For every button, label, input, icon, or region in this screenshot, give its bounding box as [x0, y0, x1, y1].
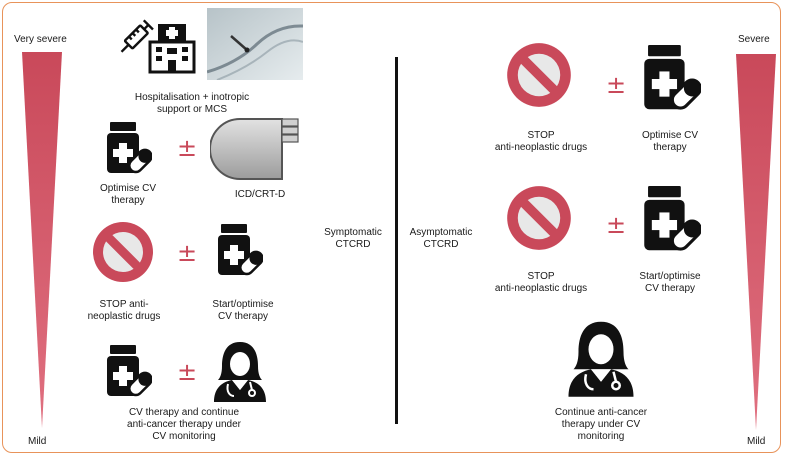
stop-sign-icon	[504, 40, 574, 110]
plus-minus-symbol: ±	[606, 211, 627, 239]
right-stop-drugs-label-2: STOP anti-neoplastic drugs	[494, 271, 588, 294]
doctor-icon	[566, 316, 636, 400]
start-optimise-label: Start/optimise CV therapy	[212, 299, 274, 322]
optimise-cv-label: Optimise CV therapy	[99, 183, 157, 206]
medicine-icon	[643, 42, 701, 116]
plus-minus-symbol: ±	[177, 239, 198, 267]
stop-sign-icon	[504, 183, 574, 253]
right-top-label: Severe	[738, 34, 770, 45]
continue-anticancer-label: Continue anti-cancer therapy under CV mo…	[554, 407, 648, 442]
cv-therapy-continue-label: CV therapy and continue anti-cancer ther…	[127, 407, 241, 442]
medicine-icon	[106, 120, 152, 178]
icd-device-icon	[210, 115, 310, 183]
right-stop-drugs-label: STOP anti-neoplastic drugs	[494, 130, 588, 153]
medicine-icon	[643, 183, 701, 257]
right-start-optimise-label: Start/optimise CV therapy	[639, 271, 701, 294]
asymptomatic-label: Asymptomatic CTCRD	[409, 227, 473, 250]
left-severity-wedge	[22, 52, 62, 428]
right-optimise-cv-label: Optimise CV therapy	[641, 130, 699, 153]
diagram-frame	[2, 2, 781, 453]
center-divider	[395, 57, 398, 424]
plus-minus-symbol: ±	[606, 71, 627, 99]
symptomatic-label: Symptomatic CTCRD	[324, 227, 382, 250]
left-bottom-label: Mild	[28, 436, 47, 447]
plus-minus-symbol: ±	[177, 358, 198, 386]
hospital-icon	[146, 22, 198, 74]
plus-minus-symbol: ±	[177, 134, 198, 162]
syringe-icon	[114, 16, 158, 60]
xray-image	[207, 8, 303, 80]
medicine-icon	[106, 343, 152, 401]
icd-crt-label: ICD/CRT-D	[234, 189, 286, 200]
hospitalisation-label: Hospitalisation + inotropic support or M…	[134, 92, 250, 115]
doctor-icon	[212, 340, 268, 402]
left-top-label: Very severe	[14, 34, 67, 45]
stop-sign-icon	[90, 219, 156, 285]
right-severity-wedge	[736, 54, 776, 430]
right-bottom-label: Mild	[747, 436, 766, 447]
stop-drugs-label: STOP anti- neoplastic drugs	[87, 299, 161, 322]
medicine-icon	[217, 222, 263, 280]
